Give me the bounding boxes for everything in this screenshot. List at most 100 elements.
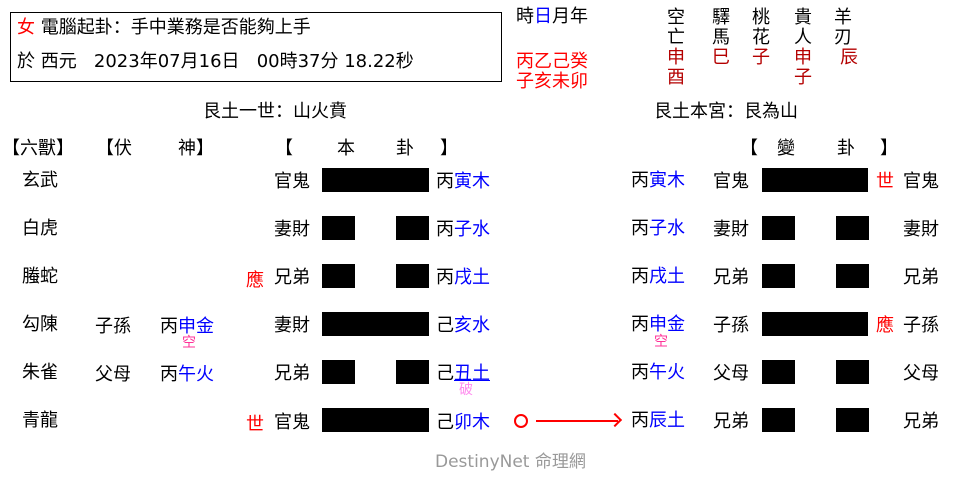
pillar-hour-label: 時 [516, 6, 534, 27]
change-arrow-head-icon [607, 412, 623, 428]
title-line: 女 電腦起卦：手中業務是否能夠上手 [17, 18, 311, 38]
najia-4: 己丑土 [436, 363, 490, 384]
shensha-yangren: 羊刃 辰 [834, 7, 858, 68]
pillar-stems: 丙乙己癸 [516, 51, 588, 72]
ben-gua-palace-title: 艮土一世：山火賁 [203, 101, 347, 122]
relation-0: 官鬼 [274, 171, 310, 192]
beast-5: 青龍 [22, 410, 58, 431]
header-biangua-left: 【 [740, 138, 758, 159]
bian-yin-line-1-left [762, 216, 795, 240]
beast-4: 朱雀 [22, 362, 58, 383]
bian-gua-palace-title: 艮土本宮：艮為山 [654, 101, 798, 122]
bian-relation2-3: 子孫 [903, 315, 939, 336]
shensha-kongwang: 空亡 申酉 [667, 7, 685, 88]
yin-line-2-left [322, 264, 355, 288]
po-note: 破 [459, 382, 473, 398]
bian-relation2-0: 官鬼 [903, 171, 939, 192]
bian-relation2-4: 父母 [903, 363, 939, 384]
fushen-najia-3: 丙申金 [160, 316, 214, 337]
relation-2: 兄弟 [274, 267, 310, 288]
ying-marker: 應 [246, 270, 264, 291]
najia-5: 己卯木 [436, 412, 490, 433]
najia-2: 丙戌土 [436, 267, 490, 288]
gender-label: 女 [17, 17, 35, 38]
bian-relation-1: 妻財 [713, 219, 749, 240]
najia-1: 丙子水 [436, 219, 490, 240]
pillar-day-label: 日 [534, 6, 552, 27]
pillar-branches: 子亥未卯 [516, 71, 588, 92]
shensha-yima: 驛馬 巳 [712, 7, 730, 68]
moving-line-circle-icon [514, 414, 528, 428]
fushen-najia-4: 丙午火 [160, 364, 214, 385]
pillar-month-label: 月 [552, 6, 570, 27]
fushen-relation-4: 父母 [95, 364, 131, 385]
bian-relation-4: 父母 [713, 363, 749, 384]
beast-2: 螣蛇 [22, 266, 58, 287]
bian-yin-line-2-left [762, 264, 795, 288]
kong-note-bian: 空 [654, 334, 668, 350]
bian-relation-2: 兄弟 [713, 267, 749, 288]
bian-yin-line-2-right [836, 264, 869, 288]
header-bengua-right: 】 [440, 138, 458, 159]
date-line: 於 西元 2023年07月16日 00時37分 18.22秒 [17, 52, 414, 72]
bian-relation-3: 子孫 [713, 315, 749, 336]
relation-4: 兄弟 [274, 363, 310, 384]
time-value: 00時37分 18.22秒 [256, 51, 414, 72]
pillar-year-label: 年 [570, 6, 588, 27]
header-biangua-right: 】 [880, 138, 898, 159]
shi-marker-bian: 世 [876, 171, 894, 192]
change-arrow-line [536, 420, 618, 422]
bian-najia-3: 丙申金 [631, 314, 685, 335]
yin-line-4-right [396, 360, 429, 384]
bian-relation2-2: 兄弟 [903, 267, 939, 288]
yang-line-0 [322, 168, 429, 192]
bian-relation2-5: 兄弟 [903, 411, 939, 432]
header-bengua-mid2: 卦 [396, 138, 414, 159]
bian-yin-line-4-left [762, 360, 795, 384]
pillar-labels: 時日月年 [516, 7, 588, 27]
relation-3: 妻財 [274, 315, 310, 336]
yang-line-3 [322, 312, 429, 336]
bian-relation2-1: 妻財 [903, 219, 939, 240]
shensha-guiren: 貴人 申子 [794, 7, 812, 88]
header-biangua-mid2: 卦 [837, 138, 855, 159]
beast-0: 玄武 [22, 170, 58, 191]
najia-3: 己亥水 [436, 315, 490, 336]
bian-relation-0: 官鬼 [713, 171, 749, 192]
beast-1: 白虎 [22, 218, 58, 239]
shi-marker: 世 [246, 414, 264, 435]
yin-line-1-right [396, 216, 429, 240]
ying-marker-bian: 應 [876, 315, 894, 336]
bian-yin-line-5-left [762, 408, 795, 432]
footer-watermark: DestinyNet 命理網 [435, 452, 586, 472]
bian-najia-5: 丙辰土 [631, 410, 685, 431]
bian-yang-line-0 [762, 168, 868, 192]
header-bengua-left: 【 [275, 138, 293, 159]
bian-najia-0: 丙寅木 [631, 170, 685, 191]
bian-yin-line-5-right [836, 408, 869, 432]
fushen-relation-3: 子孫 [95, 316, 131, 337]
bian-yin-line-4-right [836, 360, 869, 384]
bian-yang-line-3 [762, 312, 868, 336]
najia-0: 丙寅木 [436, 171, 490, 192]
bian-najia-4: 丙午火 [631, 362, 685, 383]
bian-najia-1: 丙子水 [631, 218, 685, 239]
header-fushen-left: 【伏 [96, 138, 132, 159]
yang-line-5 [322, 408, 429, 432]
relation-1: 妻財 [274, 219, 310, 240]
yin-line-1-left [322, 216, 355, 240]
yin-line-2-right [396, 264, 429, 288]
yin-line-4-left [322, 360, 355, 384]
shensha-taohua: 桃花 子 [752, 7, 770, 68]
header-biangua-mid1: 變 [777, 138, 795, 159]
header-liushou: 【六獸】 [2, 138, 74, 159]
date-prefix: 於 西元 [17, 51, 77, 72]
bian-najia-2: 丙戌土 [631, 266, 685, 287]
divination-info-box [10, 12, 502, 82]
relation-5: 官鬼 [274, 412, 310, 433]
header-bengua-mid1: 本 [337, 138, 355, 159]
beast-3: 勾陳 [22, 314, 58, 335]
kong-note-fushen: 空 [182, 335, 196, 351]
header-fushen-right: 神】 [178, 138, 214, 159]
bian-relation-5: 兄弟 [713, 411, 749, 432]
